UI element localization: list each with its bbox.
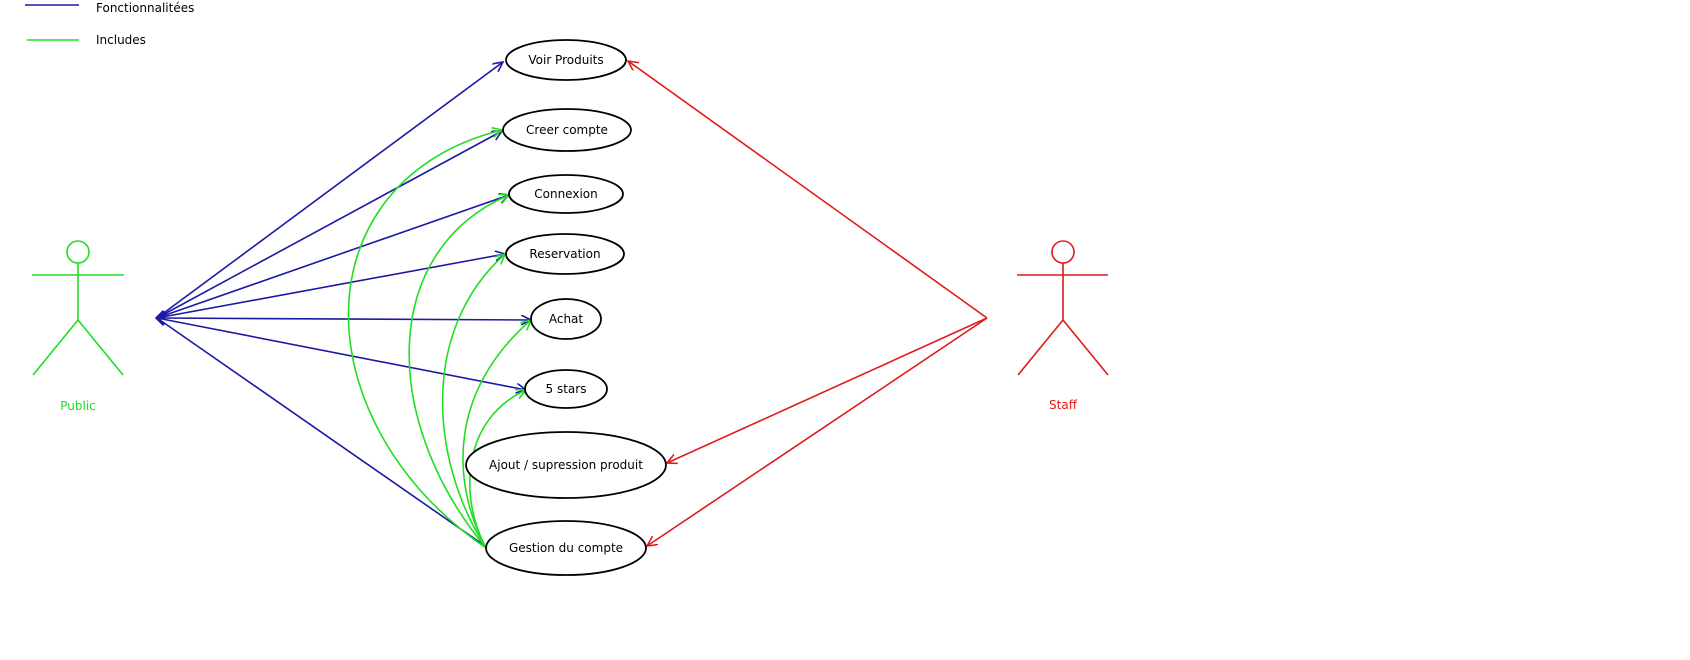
- use-case-label: Creer compte: [526, 123, 608, 137]
- use-case-label: Gestion du compte: [509, 541, 623, 555]
- use-case-voir-produits[interactable]: Voir Produits: [505, 39, 627, 81]
- include-gestion-creer: [347, 130, 502, 549]
- actor-staff-label: Staff: [1049, 398, 1078, 412]
- staff-relations: [628, 61, 988, 546]
- actor-public-label: Public: [60, 399, 96, 413]
- relation-staff-voir: [628, 61, 988, 319]
- legend-label-fonctionnalites: Fonctionnalitées: [96, 1, 194, 15]
- use-case-creer-compte[interactable]: Creer compte: [502, 108, 632, 152]
- use-case-5-stars[interactable]: 5 stars: [524, 369, 608, 409]
- relation-public-achat: [156, 318, 531, 320]
- actor-leg-left: [32, 319, 79, 376]
- use-case-gestion-du-compte[interactable]: Gestion du compte: [485, 520, 647, 576]
- actor-leg-right: [77, 319, 124, 376]
- public-relations: [154, 62, 531, 549]
- relation-staff-gestion: [647, 317, 988, 546]
- use-cases: Voir Produits Creer compte Connexion Res…: [465, 39, 667, 576]
- relation-public-reservation: [156, 254, 505, 319]
- use-case-label: Reservation: [529, 247, 600, 261]
- include-gestion-reservation: [441, 254, 505, 549]
- use-case-label: Ajout / supression produit: [489, 458, 643, 472]
- relation-public-voir: [156, 62, 503, 319]
- use-case-reservation[interactable]: Reservation: [505, 233, 625, 275]
- relation-public-connexion: [156, 195, 509, 319]
- actor-head: [66, 240, 90, 264]
- use-case-label: Achat: [549, 312, 584, 326]
- relation-staff-ajout: [667, 317, 988, 463]
- relation-public-creer: [156, 131, 502, 319]
- use-case-connexion[interactable]: Connexion: [508, 174, 624, 214]
- legend-label-includes: Includes: [96, 33, 146, 47]
- public-arrowhead: [154, 309, 166, 327]
- include-gestion-connexion: [408, 195, 509, 549]
- actor-public[interactable]: Public: [32, 240, 124, 413]
- actor-leg-left: [1017, 319, 1064, 376]
- use-case-ajout-supression-produit[interactable]: Ajout / supression produit: [465, 431, 667, 499]
- include-relations: [347, 130, 531, 549]
- include-gestion-achat: [462, 320, 531, 549]
- relation-public-gestion: [156, 317, 489, 549]
- relation-public-stars: [156, 317, 526, 390]
- use-case-label: Connexion: [534, 187, 598, 201]
- use-case-label: 5 stars: [546, 382, 587, 396]
- use-case-achat[interactable]: Achat: [530, 298, 602, 340]
- actor-head: [1051, 240, 1075, 264]
- use-case-label: Voir Produits: [528, 53, 603, 67]
- legend: Fonctionnalitées Includes: [25, 1, 194, 47]
- actor-leg-right: [1062, 319, 1109, 376]
- actor-staff[interactable]: Staff: [1017, 240, 1109, 412]
